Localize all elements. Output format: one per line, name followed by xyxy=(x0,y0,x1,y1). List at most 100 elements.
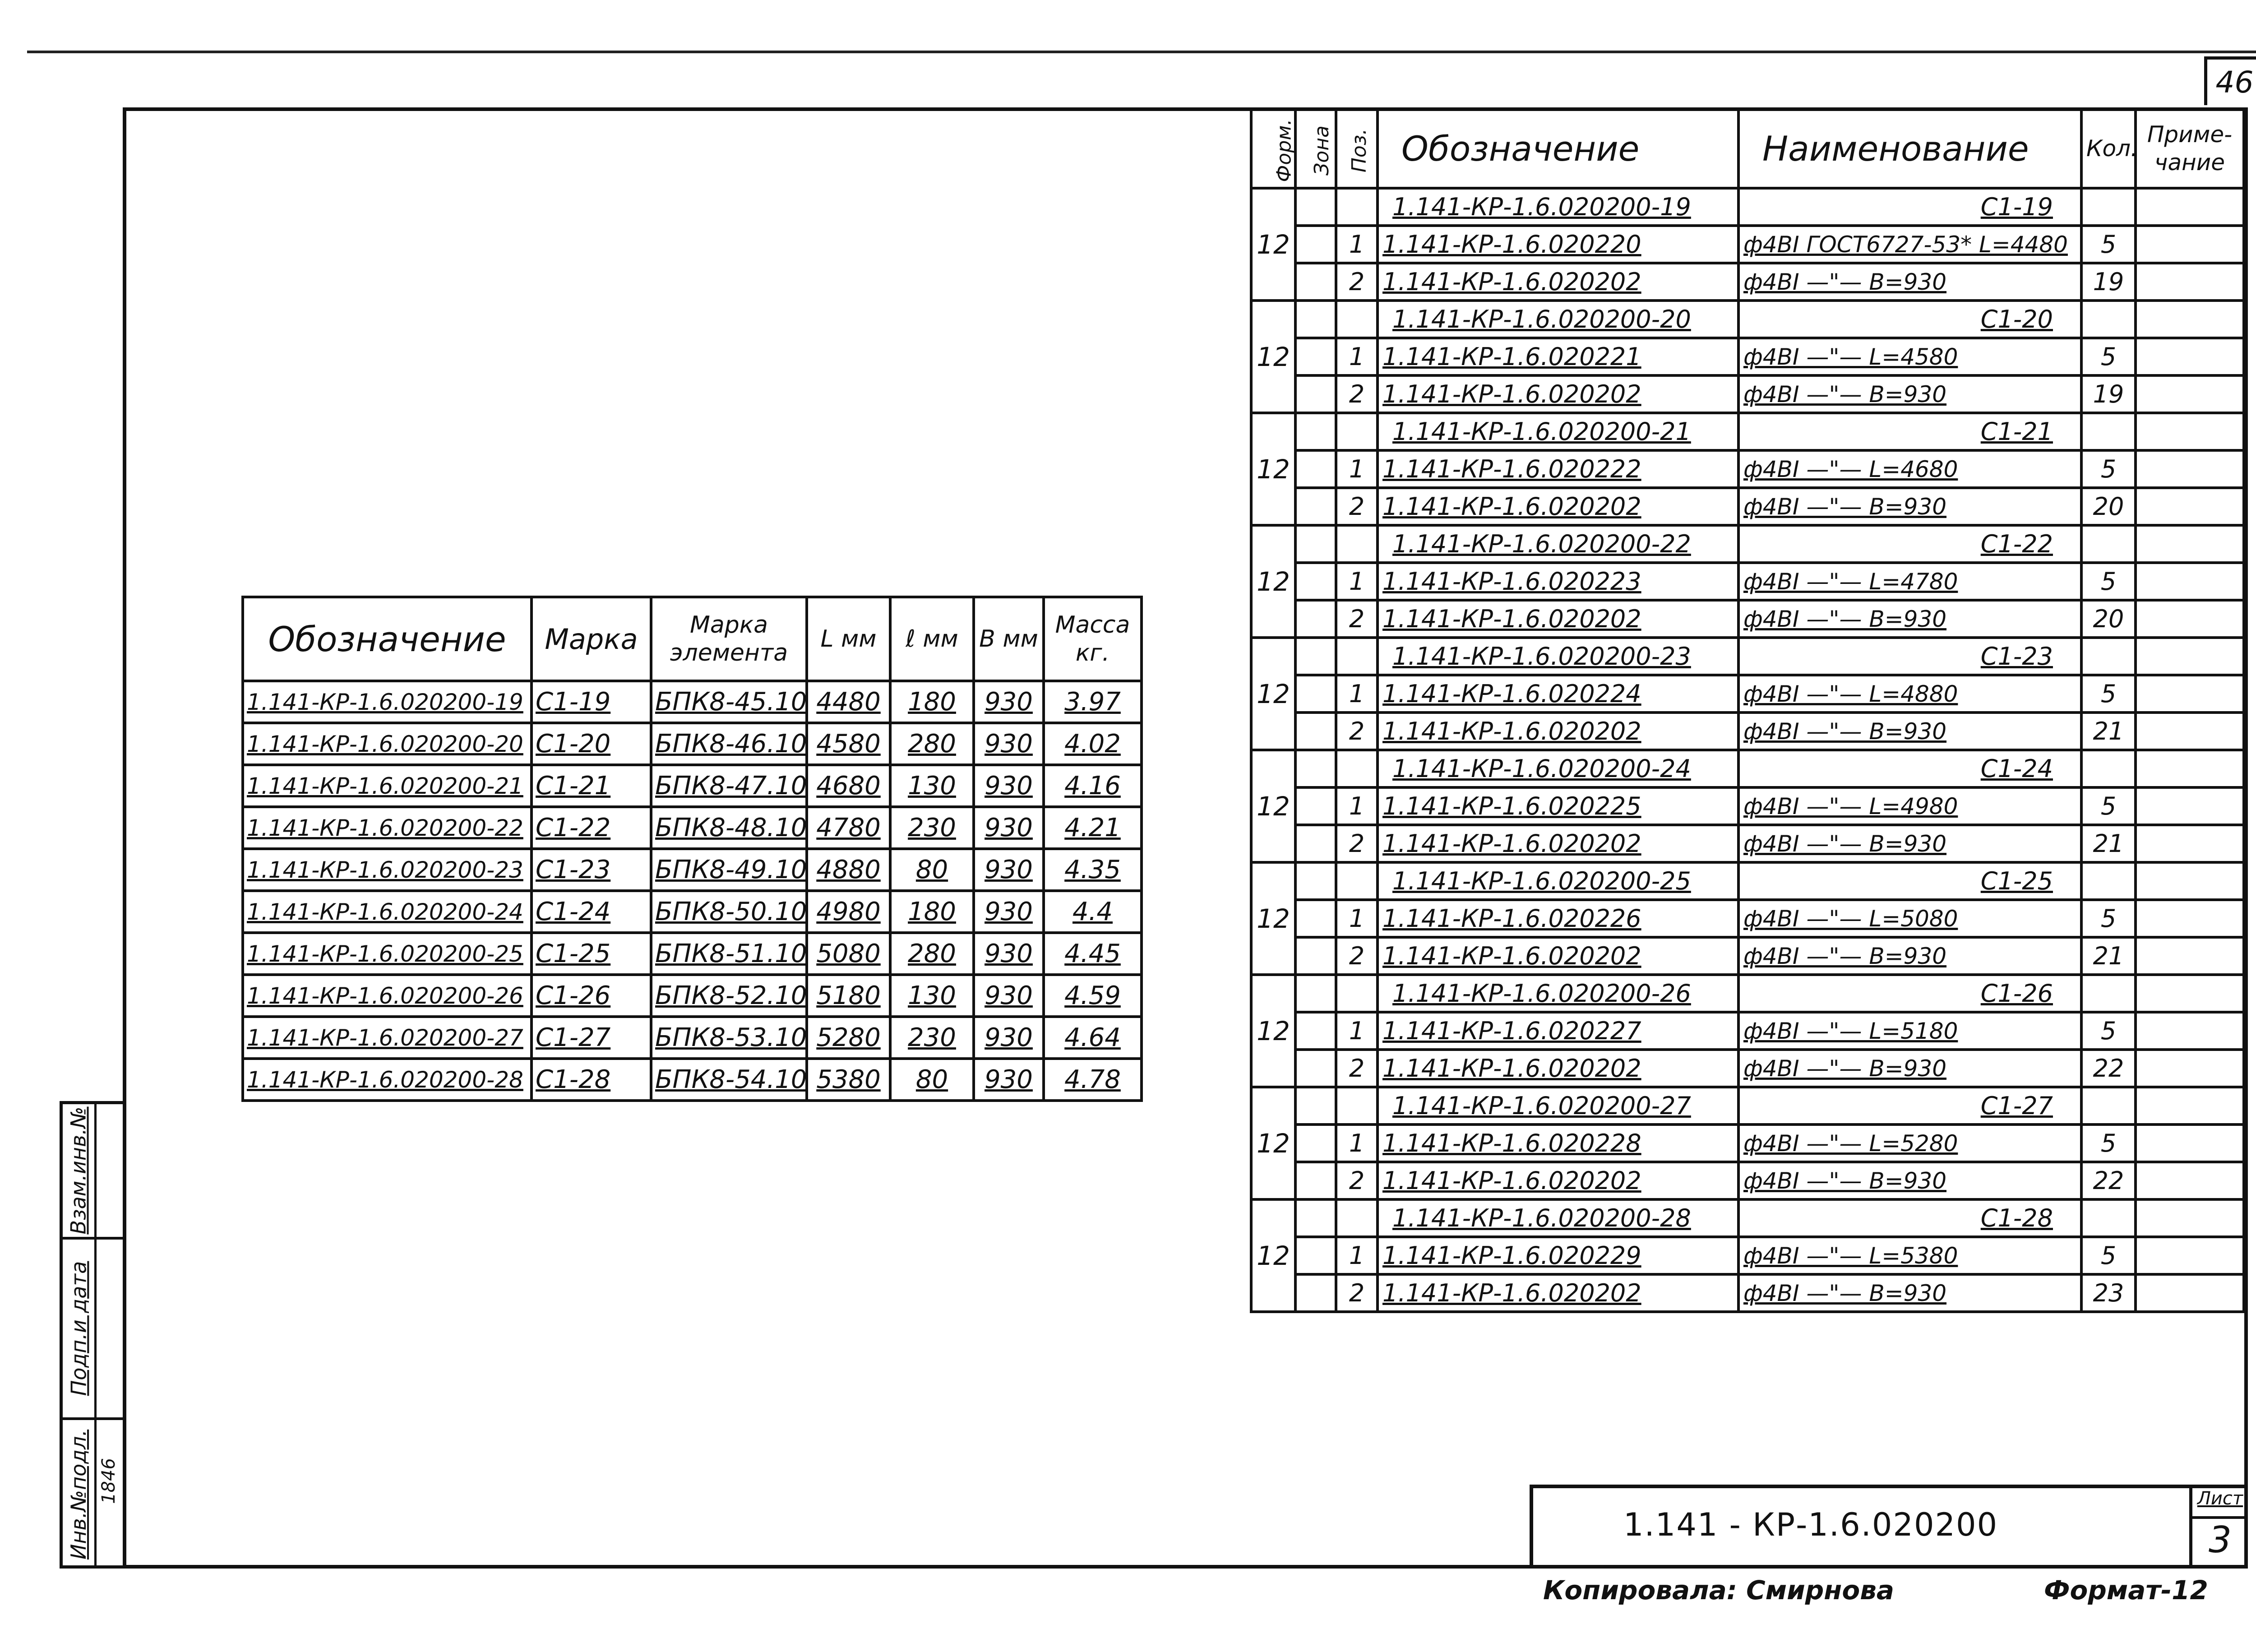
spec-zone-cell xyxy=(1294,524,1337,564)
spec-format-cell: 12 xyxy=(1250,861,1297,976)
table-cell: 3.97 xyxy=(1042,680,1143,724)
table-cell: С1-28 xyxy=(530,1057,652,1102)
spec-qty-cell: 19 xyxy=(2080,374,2137,414)
table-cell: 1.141-КР-1.6.020200-20 xyxy=(241,722,533,766)
spec-format-cell: 12 xyxy=(1250,973,1297,1088)
header-format: Форм. xyxy=(1272,119,1295,182)
table-cell: 930 xyxy=(972,889,1045,934)
spec-qty-cell: 5 xyxy=(2080,337,2137,377)
spec-name-cell: С1-25 xyxy=(1737,861,2083,901)
side-note: 1846 xyxy=(98,1458,120,1504)
table-cell: 80 xyxy=(889,847,975,892)
table-cell: БПК8-48.10 xyxy=(650,805,808,850)
spec-designation-cell: 1.141-КР-1.6.020200-25 xyxy=(1376,861,1740,901)
spec-designation-cell: 1.141-КР-1.6.020223 xyxy=(1376,561,1740,602)
table-cell: 180 xyxy=(889,680,975,724)
spec-name-cell: С1-21 xyxy=(1737,412,2083,452)
spec-name-cell: ф4ВI —"— В=930 xyxy=(1737,599,2083,639)
spec-zone-cell xyxy=(1294,224,1337,264)
header-note: Приме- чание xyxy=(2134,107,2245,190)
spec-designation-cell: 1.141-КР-1.6.020202 xyxy=(1376,486,1740,527)
spec-designation-cell: 1.141-КР-1.6.020200-19 xyxy=(1376,187,1740,227)
spec-qty-cell xyxy=(2080,412,2137,452)
spec-pos-cell: 1 xyxy=(1335,786,1379,826)
table-cell: С1-21 xyxy=(530,764,652,808)
spec-format-cell: 12 xyxy=(1250,1198,1297,1313)
spec-name-cell: ф4ВI —"— В=930 xyxy=(1737,374,2083,414)
table-cell: 930 xyxy=(972,805,1045,850)
spec-qty-cell xyxy=(2080,973,2137,1013)
spec-zone-cell xyxy=(1294,636,1337,676)
header-name: Наименование xyxy=(1737,107,2083,190)
spec-designation-cell: 1.141-КР-1.6.020228 xyxy=(1376,1123,1740,1163)
spec-note-cell xyxy=(2134,599,2245,639)
spec-qty-cell xyxy=(2080,1198,2137,1238)
spec-format-cell: 12 xyxy=(1250,636,1297,751)
table-cell: С1-26 xyxy=(530,973,652,1018)
spec-zone-cell xyxy=(1294,898,1337,939)
side-stamp: Взам.инв.№ Подп.и дата Инв.№подл. 1846 xyxy=(60,1101,123,1569)
spec-format-cell: 12 xyxy=(1250,299,1297,414)
spec-zone-cell xyxy=(1294,1161,1337,1201)
spec-note-cell xyxy=(2134,1161,2245,1201)
spec-note-cell xyxy=(2134,973,2245,1013)
spec-qty-cell xyxy=(2080,299,2137,339)
spec-pos-cell: 1 xyxy=(1335,337,1379,377)
spec-note-cell xyxy=(2134,524,2245,564)
side-cell-sign: Подп.и дата xyxy=(63,1240,123,1420)
spec-format-cell: 12 xyxy=(1250,187,1297,302)
spec-designation-cell: 1.141-КР-1.6.020202 xyxy=(1376,1048,1740,1088)
spec-qty-cell: 5 xyxy=(2080,224,2137,264)
spec-name-cell: ф4ВI —"— L=5380 xyxy=(1737,1236,2083,1276)
spec-qty-cell: 21 xyxy=(2080,936,2137,976)
spec-name-cell: ф4ВI —"— В=930 xyxy=(1737,1273,2083,1313)
table-cell: 4880 xyxy=(805,847,892,892)
spec-pos-cell xyxy=(1335,524,1379,564)
spec-zone-cell xyxy=(1294,412,1337,452)
spec-pos-cell: 2 xyxy=(1335,1048,1379,1088)
spec-pos-cell: 2 xyxy=(1335,486,1379,527)
table-cell: БПК8-47.10 xyxy=(650,764,808,808)
spec-note-cell xyxy=(2134,674,2245,714)
spec-note-cell xyxy=(2134,861,2245,901)
spec-designation-cell: 1.141-КР-1.6.020222 xyxy=(1376,449,1740,489)
spec-qty-cell: 5 xyxy=(2080,674,2137,714)
spec-name-cell: ф4ВI —"— В=930 xyxy=(1737,711,2083,751)
format-label: Формат-12 xyxy=(2044,1575,2208,1606)
spec-name-cell: ф4ВI —"— В=930 xyxy=(1737,262,2083,302)
spec-zone-cell xyxy=(1294,299,1337,339)
spec-note-cell xyxy=(2134,786,2245,826)
spec-designation-cell: 1.141-КР-1.6.020226 xyxy=(1376,898,1740,939)
spec-name-cell: ф4ВI —"— L=4980 xyxy=(1737,786,2083,826)
header-pos: Поз. xyxy=(1348,128,1371,172)
spec-designation-cell: 1.141-КР-1.6.020227 xyxy=(1376,1011,1740,1051)
spec-designation-cell: 1.141-КР-1.6.020202 xyxy=(1376,1161,1740,1201)
spec-designation-cell: 1.141-КР-1.6.020202 xyxy=(1376,936,1740,976)
table-cell: БПК8-50.10 xyxy=(650,889,808,934)
spec-pos-cell: 1 xyxy=(1335,224,1379,264)
table-cell: 4.45 xyxy=(1042,931,1143,976)
spec-name-cell: ф4ВI —"— L=5080 xyxy=(1737,898,2083,939)
spec-qty-cell: 5 xyxy=(2080,786,2137,826)
table-cell: БПК8-45.10 xyxy=(650,680,808,724)
table-cell: БПК8-51.10 xyxy=(650,931,808,976)
table-cell: 4.4 xyxy=(1042,889,1143,934)
spec-designation-cell: 1.141-КР-1.6.020200-21 xyxy=(1376,412,1740,452)
table-cell: С1-22 xyxy=(530,805,652,850)
sheet-number: 46 xyxy=(2204,56,2256,105)
table-cell: 4.64 xyxy=(1042,1015,1143,1060)
spec-zone-cell xyxy=(1294,262,1337,302)
spec-name-cell: С1-28 xyxy=(1737,1198,2083,1238)
table-cell: БПК8-46.10 xyxy=(650,722,808,766)
